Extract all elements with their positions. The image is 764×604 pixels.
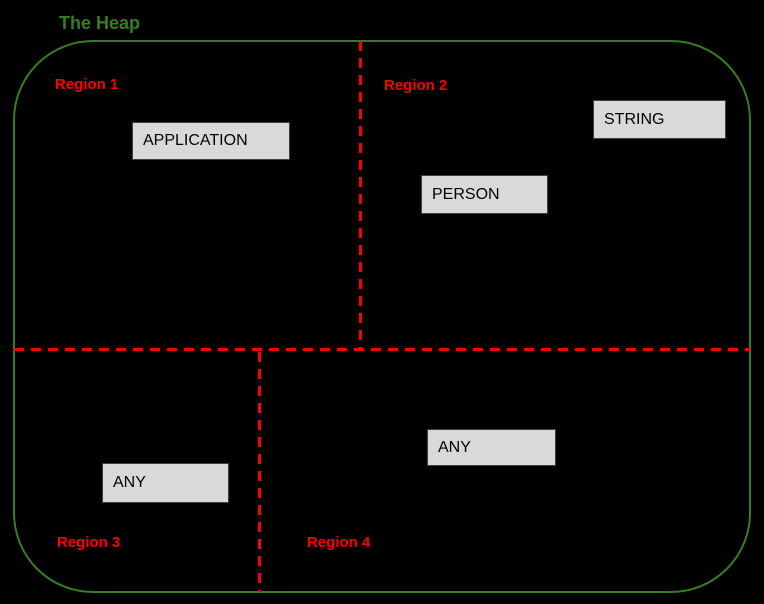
node-any-region4: ANY — [427, 429, 556, 466]
region-1-label: Region 1 — [55, 76, 119, 93]
region-4-label: Region 4 — [307, 534, 371, 551]
node-any-region3: ANY — [102, 463, 229, 503]
node-application: APPLICATION — [132, 122, 290, 160]
heap-title: The Heap — [59, 13, 141, 33]
region-2-label: Region 2 — [384, 77, 448, 94]
node-person: PERSON — [421, 175, 548, 214]
region-3-label: Region 3 — [57, 534, 121, 551]
node-string: STRING — [593, 100, 726, 139]
heap-boundary — [13, 40, 751, 593]
